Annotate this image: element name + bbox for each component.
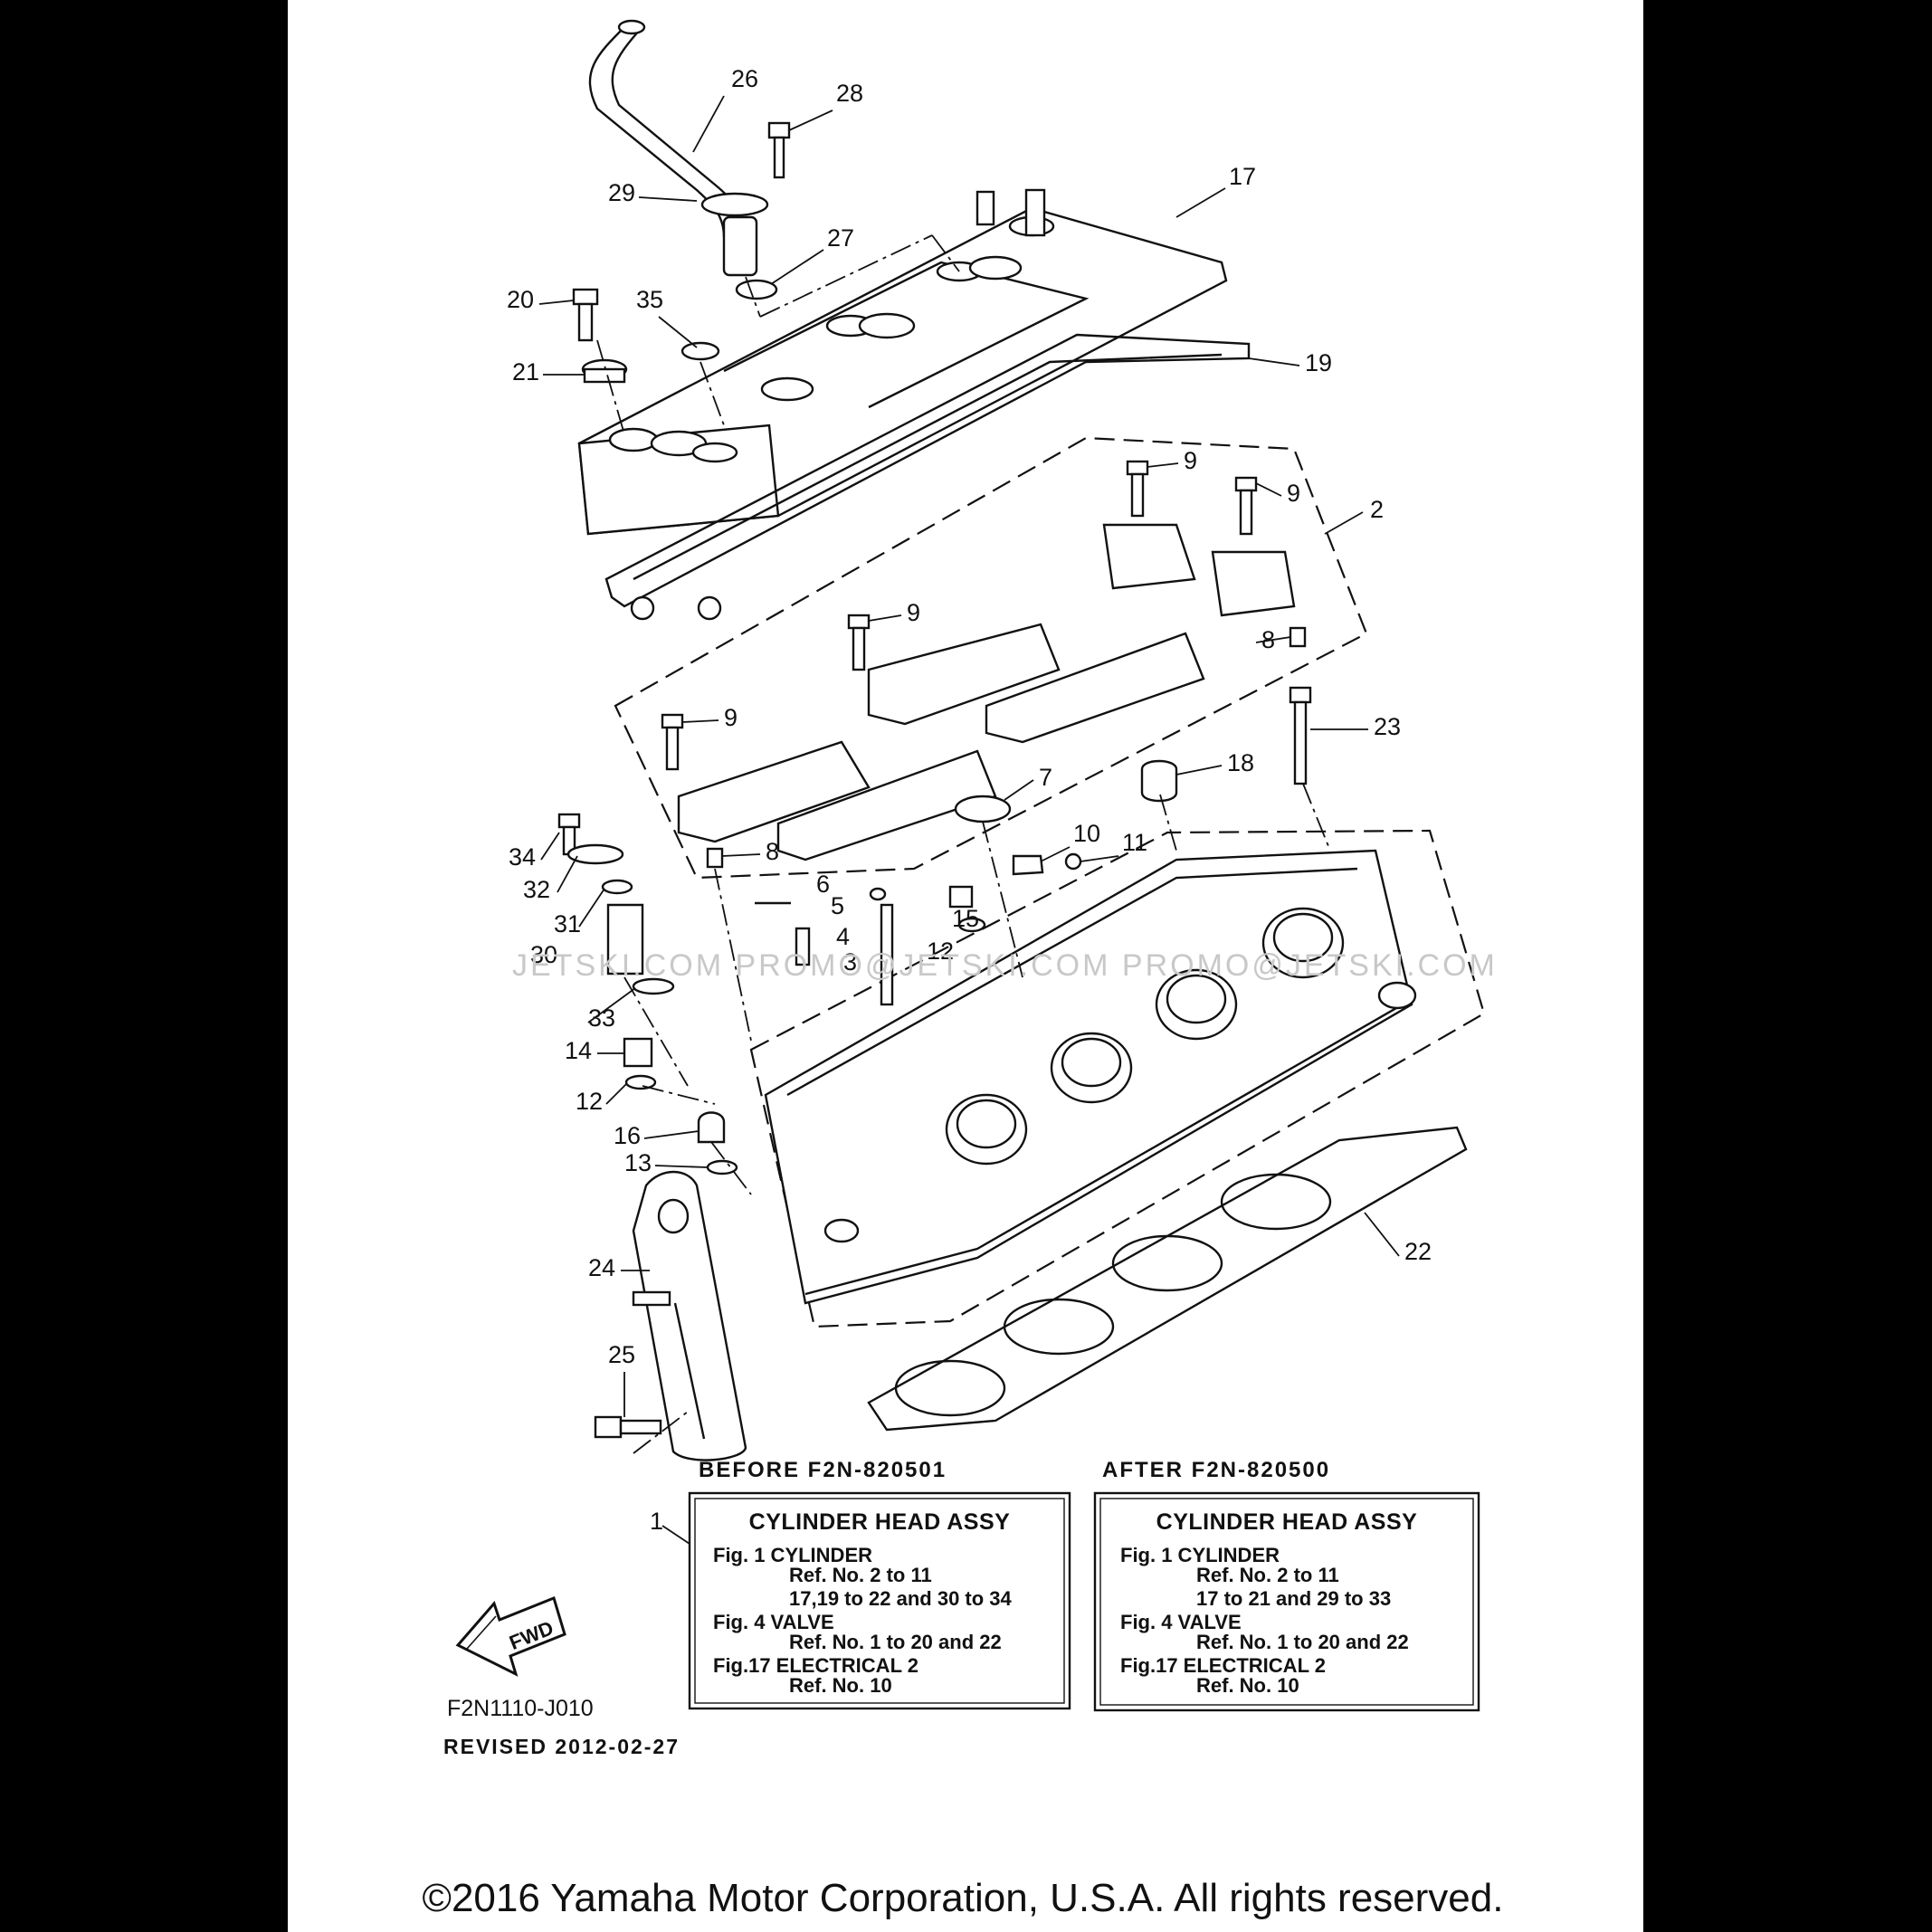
box-before-line-1: Fig. 1 CYLINDER	[713, 1544, 872, 1566]
box-after-line-1: Fig. 1 CYLINDER	[1120, 1544, 1280, 1566]
box-before-line-6: Fig.17 ELECTRICAL 2	[713, 1654, 918, 1677]
assembly-axis-lines	[596, 234, 1331, 1454]
callout-24: 24	[588, 1254, 615, 1281]
box-after-line-7: Ref. No. 10	[1196, 1674, 1299, 1697]
after-serial-header: AFTER F2N-820500	[1102, 1458, 1330, 1482]
box-after-line-5: Ref. No. 1 to 20 and 22	[1196, 1631, 1409, 1653]
callout-9: 9	[1287, 480, 1300, 507]
plug-7	[954, 795, 1012, 823]
diagram-code: F2N1110-J010	[447, 1696, 594, 1721]
grommet-21	[581, 358, 628, 384]
washer-31	[601, 879, 633, 895]
cylinder-head-outline	[749, 829, 1486, 1328]
box-after-line-4: Fig. 4 VALVE	[1120, 1611, 1242, 1633]
box-before-title: CYLINDER HEAD ASSY	[749, 1509, 1011, 1535]
camshaft-caps	[677, 523, 1296, 861]
fwd-arrow-icon: FWD	[455, 1595, 566, 1677]
callout-9: 9	[907, 599, 920, 626]
bolt-20	[572, 288, 599, 342]
box-before-line-5: Ref. No. 1 to 20 and 22	[789, 1631, 1002, 1653]
callout-15: 15	[952, 905, 979, 932]
box-before-line-7: Ref. No. 10	[789, 1674, 892, 1697]
bolt-25	[594, 1415, 662, 1439]
callout-12: 12	[927, 937, 954, 965]
plug-35	[680, 341, 720, 361]
copyright-notice: ©2016 Yamaha Motor Corporation, U.S.A. A…	[423, 1876, 1504, 1920]
washer-13	[706, 1159, 738, 1175]
cylinder-head-cover	[577, 188, 1228, 536]
assembly-box-before: CYLINDER HEAD ASSY Fig. 1 CYLINDER Ref. …	[688, 1491, 1071, 1710]
callout-5: 5	[831, 892, 844, 919]
callout-23: 23	[1374, 713, 1401, 740]
breather-hose	[588, 19, 769, 277]
valve-parts	[755, 852, 1082, 1006]
callout-30: 30	[530, 941, 557, 968]
sleeve-30	[606, 903, 644, 976]
callout-8: 8	[1261, 626, 1275, 653]
head-gasket	[867, 1126, 1468, 1432]
assembly-box-after: CYLINDER HEAD ASSY Fig. 1 CYLINDER Ref. …	[1093, 1491, 1480, 1712]
callout-10: 10	[1073, 820, 1100, 847]
callout-1: 1	[650, 1508, 663, 1535]
nut-14	[623, 1037, 653, 1068]
bolt-34	[557, 813, 581, 856]
cap-nut-16	[697, 1111, 726, 1144]
leader-lines	[538, 95, 1400, 1545]
box-before-line-4: Fig. 4 VALVE	[713, 1611, 834, 1633]
callout-28: 28	[836, 80, 863, 107]
box-before-line-3: 17,19 to 22 and 30 to 34	[789, 1587, 1013, 1610]
washer-12	[624, 1074, 657, 1090]
callout-25: 25	[608, 1341, 635, 1368]
callout-9: 9	[724, 704, 738, 731]
bolts-9	[661, 460, 1258, 771]
callout-29: 29	[608, 179, 635, 206]
callout-3: 3	[843, 948, 857, 976]
bolt-28	[767, 121, 791, 179]
gasket-32	[566, 843, 624, 865]
callout-8: 8	[766, 838, 779, 865]
cylinder-head	[764, 849, 1417, 1305]
callout-32: 32	[523, 876, 550, 903]
box-after-line-3: 17 to 21 and 29 to 33	[1196, 1587, 1391, 1610]
dowel-8a	[1289, 626, 1307, 648]
box-before-line-2: Ref. No. 2 to 11	[789, 1564, 932, 1586]
callout-16: 16	[614, 1122, 641, 1149]
callout-2: 2	[1370, 496, 1384, 523]
callout-19: 19	[1305, 349, 1332, 376]
callout-12: 12	[576, 1088, 603, 1115]
o-ring-33	[632, 977, 675, 995]
callout-35: 35	[636, 286, 663, 313]
bolt-23	[1289, 686, 1312, 785]
callout-4: 4	[836, 923, 850, 950]
callout-22: 22	[1404, 1238, 1432, 1265]
callout-6: 6	[816, 871, 830, 898]
callout-14: 14	[565, 1037, 592, 1064]
dowel-8b	[706, 847, 724, 869]
callout-31: 31	[554, 910, 581, 937]
head-cover-gasket	[604, 333, 1251, 621]
callout-20: 20	[507, 286, 534, 313]
watermark: JETSKI.COM PROMO@JETSKI.COM PROMO@JETSKI…	[512, 948, 1498, 983]
revised-date: REVISED 2012-02-27	[443, 1735, 680, 1758]
o-ring-27	[735, 279, 778, 300]
box-after-line-6: Fig.17 ELECTRICAL 2	[1120, 1654, 1326, 1677]
callout-26: 26	[731, 65, 758, 92]
callout-33: 33	[588, 1004, 615, 1032]
spacer-18	[1140, 759, 1178, 803]
side-plate-24	[632, 1170, 747, 1461]
callout-18: 18	[1227, 749, 1254, 776]
callout-9: 9	[1184, 447, 1197, 474]
callout-13: 13	[624, 1149, 652, 1176]
callout-34: 34	[509, 843, 536, 871]
callout-17: 17	[1229, 163, 1256, 190]
callout-27: 27	[827, 224, 854, 252]
box-after-title: CYLINDER HEAD ASSY	[1156, 1509, 1418, 1535]
box-after-line-2: Ref. No. 2 to 11	[1196, 1564, 1339, 1586]
before-serial-header: BEFORE F2N-820501	[699, 1458, 947, 1482]
callout-7: 7	[1039, 764, 1052, 791]
callout-11: 11	[1122, 829, 1147, 856]
callout-21: 21	[512, 358, 539, 385]
